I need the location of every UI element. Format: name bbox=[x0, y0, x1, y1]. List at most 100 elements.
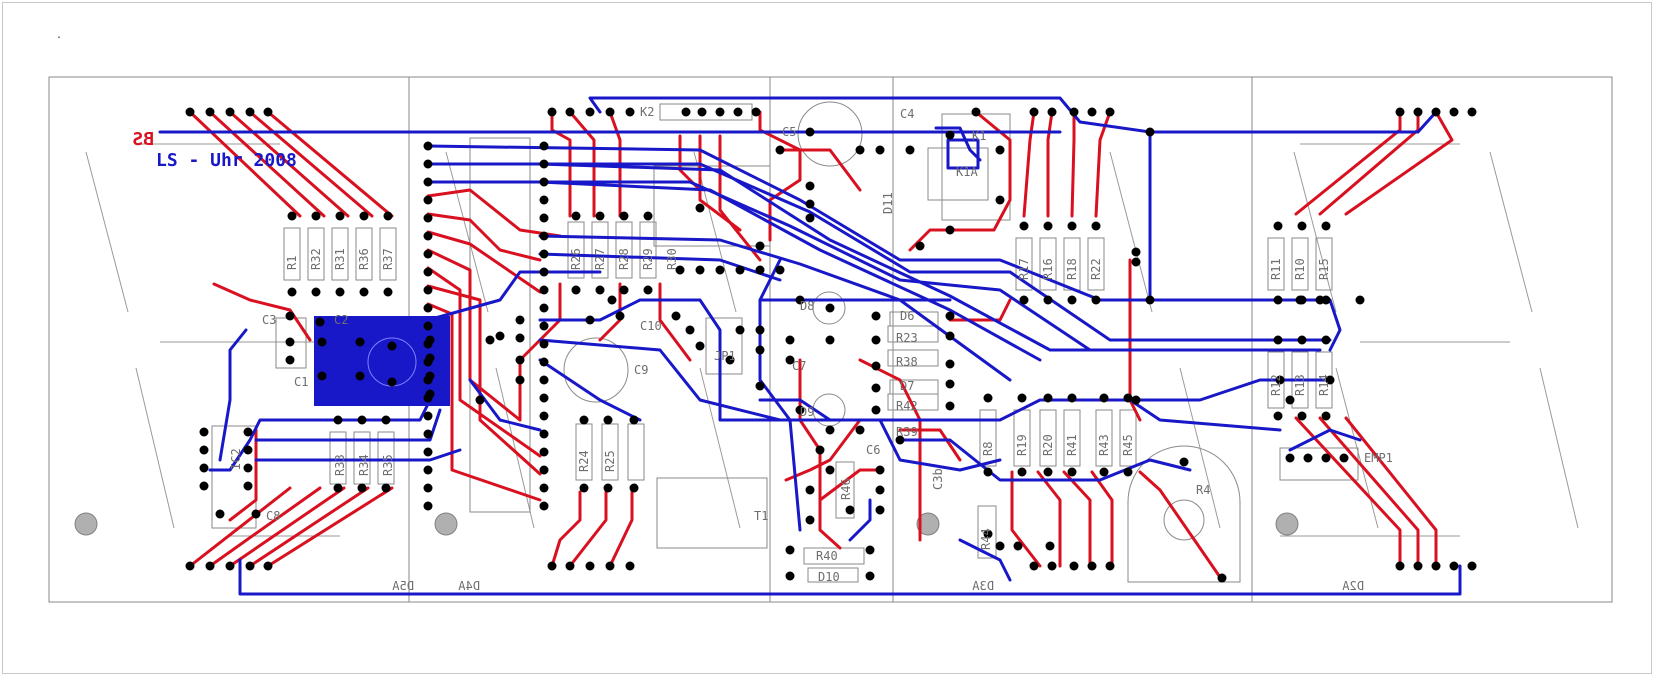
top-layer-traces bbox=[188, 110, 1454, 582]
solder-pad bbox=[539, 303, 549, 313]
component-label: R8 bbox=[981, 442, 995, 456]
solder-pad bbox=[603, 483, 613, 493]
component-label: C8 bbox=[266, 509, 280, 523]
solder-pad bbox=[199, 427, 209, 437]
solder-pad bbox=[815, 445, 825, 455]
solder-pad bbox=[423, 249, 433, 259]
solder-pad bbox=[315, 317, 325, 327]
solder-pad bbox=[245, 561, 255, 571]
copper-trace-top bbox=[1294, 110, 1402, 216]
solder-pad bbox=[333, 483, 343, 493]
component-label: T1 bbox=[754, 509, 768, 523]
solder-pad bbox=[1091, 221, 1101, 231]
copper-trace-top bbox=[426, 230, 542, 294]
board-outline bbox=[48, 76, 1613, 603]
solder-pad bbox=[1029, 561, 1039, 571]
solder-pad bbox=[1087, 107, 1097, 117]
solder-pad bbox=[1047, 107, 1057, 117]
solder-pad bbox=[825, 335, 835, 345]
copper-trace-bottom bbox=[238, 558, 1462, 596]
copper-trace-top bbox=[208, 486, 322, 568]
component-label: R22 bbox=[1089, 258, 1103, 280]
solder-pad bbox=[251, 509, 261, 519]
solder-pad bbox=[381, 483, 391, 493]
solder-pad bbox=[875, 505, 885, 515]
solder-pad bbox=[1217, 573, 1227, 583]
component-label: D9 bbox=[800, 405, 814, 419]
copper-trace-top bbox=[248, 110, 374, 218]
copper-trace-top bbox=[266, 486, 394, 568]
solder-pad bbox=[359, 287, 369, 297]
component-label: R24 bbox=[577, 450, 591, 472]
mounting-hole bbox=[916, 512, 940, 536]
solder-pad bbox=[725, 355, 735, 365]
solder-pad bbox=[1047, 561, 1057, 571]
solder-pad bbox=[945, 401, 955, 411]
copper-trace-top bbox=[778, 148, 862, 192]
solder-pad bbox=[425, 335, 435, 345]
solder-pad bbox=[1131, 395, 1141, 405]
copper-trace-top bbox=[1046, 110, 1054, 218]
corner-mark: . bbox=[56, 30, 62, 41]
component-label: R39 bbox=[896, 425, 918, 439]
mounting-holes bbox=[74, 512, 1299, 536]
solder-pad bbox=[755, 265, 765, 275]
display-label: D2A bbox=[1342, 579, 1364, 593]
copper-trace-top bbox=[898, 428, 962, 462]
solder-pad bbox=[357, 415, 367, 425]
solder-pad bbox=[357, 483, 367, 493]
solder-pad bbox=[1069, 561, 1079, 571]
solder-pad bbox=[1297, 335, 1307, 345]
solder-pad bbox=[825, 425, 835, 435]
solder-pad bbox=[755, 325, 765, 335]
copper-trace-top bbox=[1022, 110, 1036, 218]
solder-pad bbox=[1413, 107, 1423, 117]
solder-pad bbox=[695, 203, 705, 213]
solder-pad bbox=[539, 285, 549, 295]
component-label: JP1 bbox=[714, 349, 736, 363]
copper-trace-top bbox=[426, 188, 562, 238]
solder-pad bbox=[595, 285, 605, 295]
solder-pad bbox=[539, 339, 549, 349]
solder-pad bbox=[995, 195, 1005, 205]
solder-pad bbox=[1045, 541, 1055, 551]
bottom-layer-traces bbox=[158, 96, 1462, 596]
solder-pad bbox=[995, 541, 1005, 551]
component-label: R37 bbox=[381, 248, 395, 270]
solder-pad bbox=[1123, 393, 1133, 403]
solder-pad bbox=[423, 195, 433, 205]
copper-trace-top bbox=[426, 266, 542, 458]
copper-trace-bottom bbox=[208, 378, 442, 472]
solder-pad bbox=[215, 509, 225, 519]
solder-pad bbox=[671, 311, 681, 321]
solder-pad bbox=[775, 265, 785, 275]
copper-trace-bottom bbox=[588, 96, 1152, 134]
component-label: R4 bbox=[1196, 483, 1210, 497]
solder-pad bbox=[825, 303, 835, 313]
solder-pad bbox=[1043, 467, 1053, 477]
solder-pad bbox=[425, 389, 435, 399]
solder-pad bbox=[607, 295, 617, 305]
solder-pad bbox=[755, 345, 765, 355]
board-title: LS - Uhr 2008 bbox=[156, 150, 297, 171]
component-label: R34 bbox=[357, 454, 371, 476]
component-label: R19 bbox=[1015, 434, 1029, 456]
solder-pad bbox=[1321, 335, 1331, 345]
solder-pad bbox=[1029, 107, 1039, 117]
component-label: D6 bbox=[900, 309, 914, 323]
solder-pad bbox=[845, 505, 855, 515]
copper-trace-top bbox=[550, 490, 582, 568]
solder-pad bbox=[1355, 295, 1365, 305]
solder-pad bbox=[539, 429, 549, 439]
solder-pad bbox=[1303, 453, 1313, 463]
solder-pad bbox=[945, 331, 955, 341]
component-label: R26 bbox=[569, 248, 583, 270]
copper-trace-top bbox=[1070, 110, 1076, 218]
copper-trace-bottom bbox=[538, 338, 782, 422]
component-label: R16 bbox=[1041, 258, 1055, 280]
solder-pad bbox=[1285, 453, 1295, 463]
solder-pad bbox=[423, 303, 433, 313]
component-label: C5 bbox=[782, 125, 796, 139]
component-label: R25 bbox=[603, 450, 617, 472]
